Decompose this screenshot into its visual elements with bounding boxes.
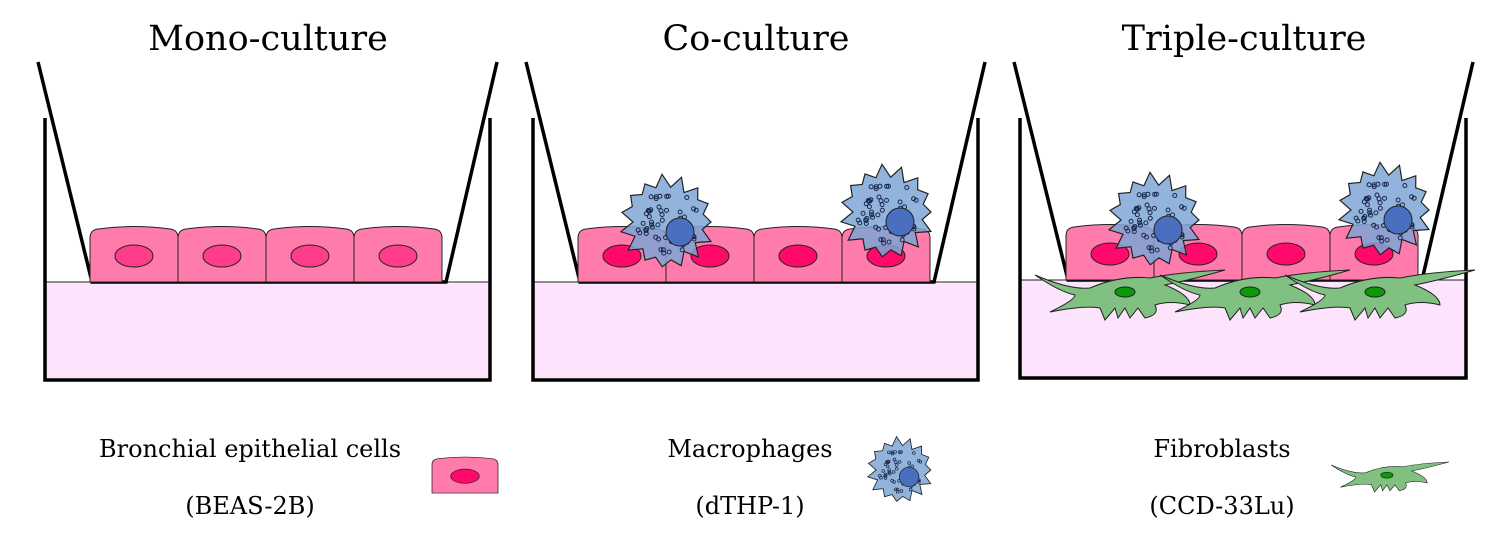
legend-sublabel: (BEAS-2B) [185, 492, 315, 520]
epithelial-cell-icon [431, 456, 499, 494]
epithelial-cell [177, 226, 267, 283]
epithelial-cell [265, 226, 355, 283]
legend-label: Bronchial epithelial cells [99, 435, 401, 463]
panel-co-culture: Co-culture [524, 19, 987, 382]
epithelial-cell [89, 226, 179, 283]
fibroblast-icon [1330, 461, 1450, 493]
legend-label: Macrophages [667, 435, 832, 463]
medium [44, 281, 491, 381]
legend-epithelial: Bronchial epithelial cells (BEAS-2B) [99, 435, 499, 520]
panel-title: Mono-culture [148, 19, 388, 59]
well [43, 118, 492, 382]
well [1018, 118, 1468, 380]
legend-macrophage: Macrophages (dTHP-1) [667, 435, 932, 520]
panel-title: Triple-culture [1122, 19, 1367, 59]
epithelial-cell [1241, 224, 1331, 281]
panel-title: Co-culture [662, 19, 849, 59]
panel-triple-culture: Triple-culture [1012, 19, 1476, 380]
legend-fibroblast: Fibroblasts (CCD-33Lu) [1149, 435, 1450, 520]
legend-sublabel: (CCD-33Lu) [1149, 492, 1294, 520]
epithelial-cell [753, 226, 843, 283]
epithelial-cell [353, 226, 443, 283]
macrophage-icon [867, 436, 932, 502]
legend-label: Fibroblasts [1153, 435, 1290, 463]
medium [532, 281, 979, 381]
panel-mono-culture: Mono-culture [36, 19, 499, 382]
legend-sublabel: (dTHP-1) [695, 492, 804, 520]
well [531, 118, 980, 382]
